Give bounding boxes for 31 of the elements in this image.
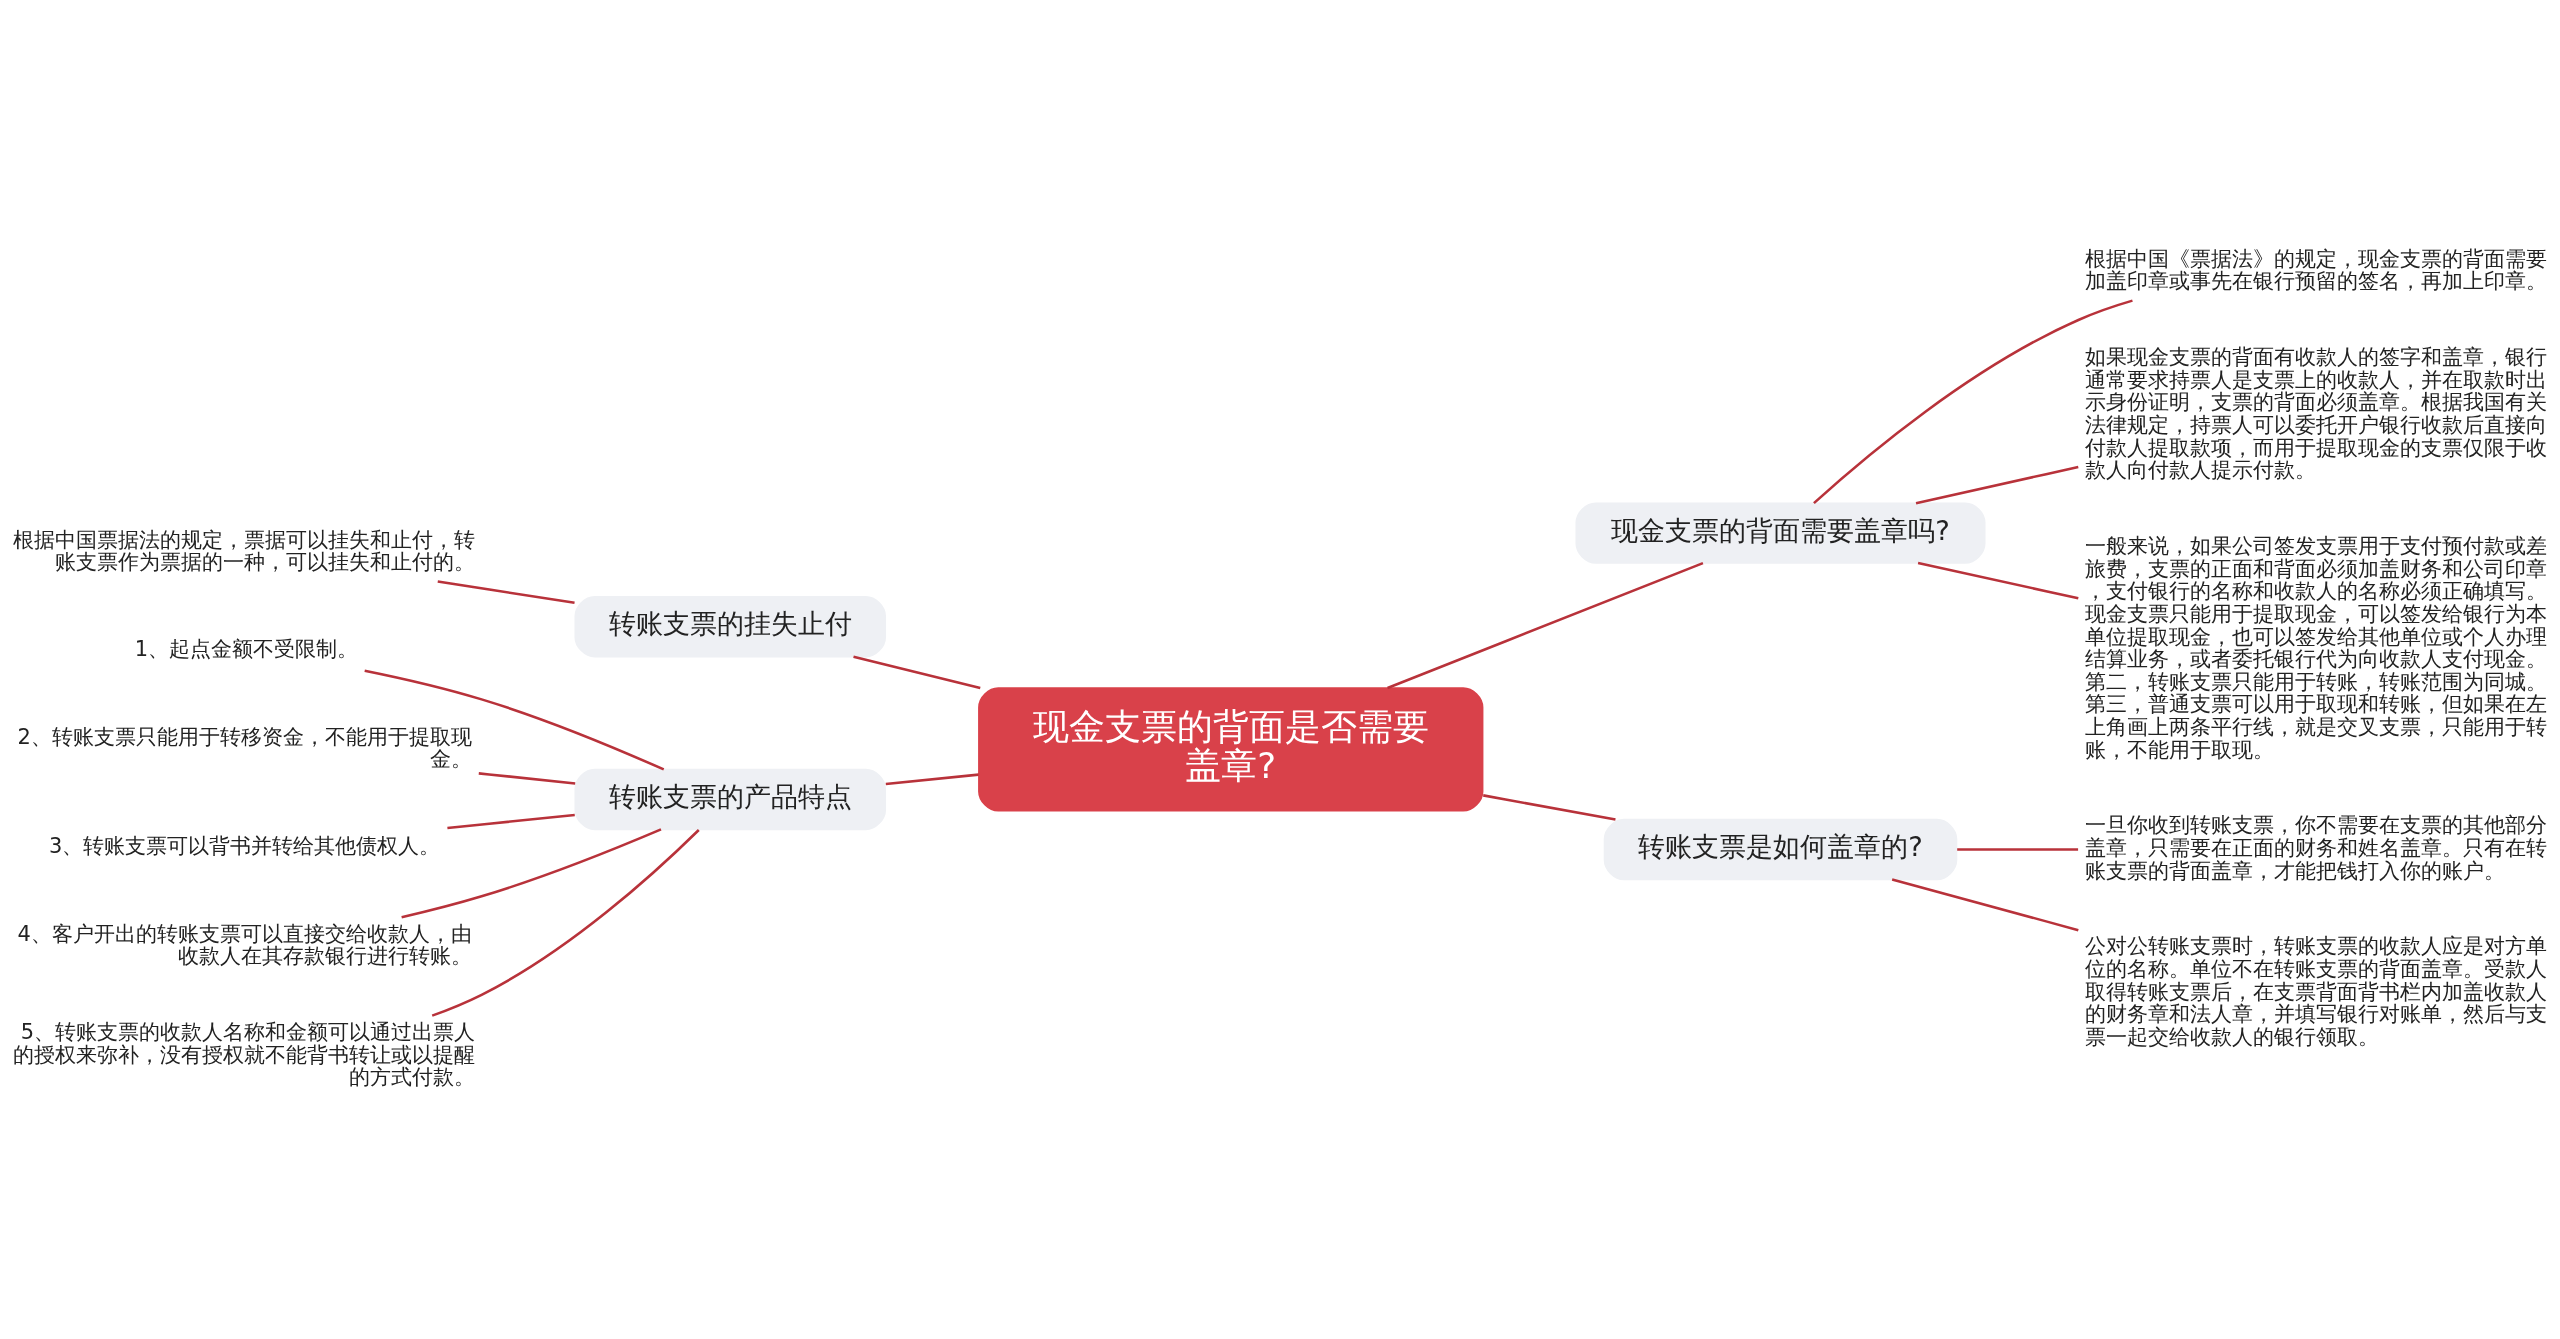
node-text: 根据中国《票据法》的规定，现金支票的背面需要加盖印章或事先在银行预留的签名，再加上印章。 bbox=[2084, 246, 2547, 294]
connector bbox=[431, 829, 700, 1017]
node-box: 现金支票的背面是否需要盖章? bbox=[978, 687, 1484, 812]
connector bbox=[853, 655, 981, 690]
connector bbox=[1917, 561, 2079, 600]
connector bbox=[447, 813, 575, 830]
connector bbox=[1957, 848, 2079, 851]
node-text: 公对公转账支票时，转账支票的收款人应是对方单位的名称。单位不在转账支票的背面盖章。受款人取得转账支票后，在支票背面背书栏内加盖收款人的财务章和法人章，并填写银行对账单，然后与支票一起交给收款人的银行领取。 bbox=[2084, 934, 2547, 1049]
node-text: 5、转账支票的收款人名称和金额可以通过出票人的授权来弥补，没有授权就不能背书转让或以提醒的方式付款。 bbox=[13, 1020, 476, 1090]
connector bbox=[364, 669, 665, 771]
node-text: 1、起点金额不受限制。 bbox=[134, 637, 359, 662]
node-text: 2、转账支票只能用于转移资金，不能用于提取现金。 bbox=[17, 724, 472, 772]
connector bbox=[885, 773, 979, 786]
node-text: 3、转账支票可以背书并转给其他债权人。 bbox=[49, 834, 441, 859]
node-text: 一般来说，如果公司签发支票用于支付预付款或差旅费，支票的正面和背面必须加盖财务和公司印章，支付银行的名称和收款人的名称必须正确填写。现金支票只能用于提取现金，可以签发给银行为本单位提取现金，也可以签发给其他单位或个人办理结算业务，或者委托银行代为向收款人支付现金。第二，转账支票只能用于转账，转账范围为同城。第三，普通支票可以用于取现和转账，但如果在左上角画上两条平行线，就是交叉支票，只能用于转账，不能用于取现。 bbox=[2084, 534, 2547, 762]
connector bbox=[437, 580, 575, 605]
node-text: 如果现金支票的背面有收款人的签字和盖章，银行通常要求持票人是支票上的收款人，并在取款时出示身份证明，支票的背面必须盖章。根据我国有关法律规定，持票人可以委托开户银行收款后直接向付款人提取款项，而用于提取现金的支票仅限于收款人向付款人提示付款。 bbox=[2084, 345, 2547, 483]
node-box: 转账支票的产品特点 bbox=[574, 768, 887, 831]
node-box: 转账支票是如何盖章的? bbox=[1603, 818, 1958, 881]
node-box: 转账支票的挂失止付 bbox=[574, 596, 887, 658]
connector bbox=[1483, 794, 1616, 821]
connector bbox=[1891, 878, 2079, 932]
node-text: 根据中国票据法的规定，票据可以挂失和止付，转账支票作为票据的一种，可以挂失和止付的。 bbox=[13, 527, 476, 575]
node-text: 4、客户开出的转账支票可以直接交给收款人，由收款人在其存款银行进行转账。 bbox=[17, 921, 472, 969]
connector bbox=[1813, 299, 2133, 505]
node-text: 一旦你收到转账支票，你不需要在支票的其他部分盖章，只需要在正面的财务和姓名盖章。只有在转账支票的背面盖章，才能把钱打入你的账户。 bbox=[2084, 813, 2547, 883]
connector bbox=[478, 772, 576, 785]
node-box: 现金支票的背面需要盖章吗? bbox=[1575, 502, 1986, 564]
connector bbox=[1915, 465, 2079, 505]
connector bbox=[1387, 561, 1704, 690]
connector bbox=[401, 828, 662, 919]
